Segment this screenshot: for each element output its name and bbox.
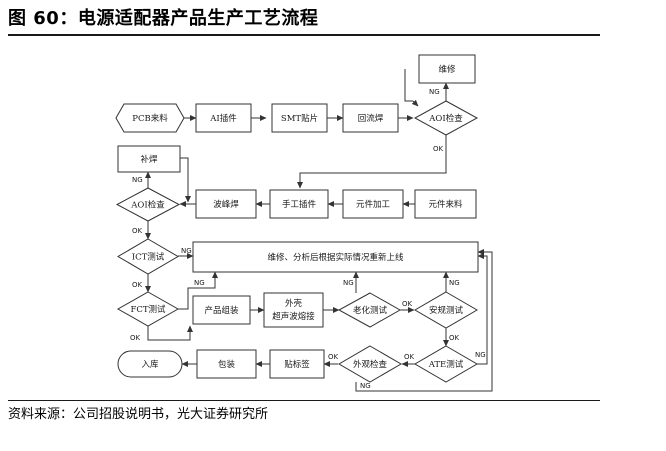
node-visual-inspection: 外观检查 <box>338 345 402 383</box>
label-ok-aoi2: OK <box>132 227 143 235</box>
node-ict-label: ICT测试 <box>132 252 165 263</box>
edge-repair-arrow <box>411 99 419 107</box>
edge-repair-back <box>404 69 413 102</box>
label-ng-aoi1: NG <box>429 88 440 96</box>
label-ng-aoi2: NG <box>132 176 143 184</box>
edge-labels: NG OK NG OK NG OK NG OK NG OK NG OK NG O… <box>130 88 486 390</box>
node-ai-label: AI插件 <box>209 113 237 124</box>
label-ng-fct: NG <box>194 279 205 287</box>
node-smt-label: SMT贴片 <box>281 113 318 124</box>
node-ate-test: ATE测试 <box>414 345 478 383</box>
source-rule <box>8 400 600 401</box>
node-labeling: 贴标签 <box>269 349 325 379</box>
node-assembly-label: 产品组装 <box>204 305 239 316</box>
node-aoi-check-2: AOI检查 <box>115 187 181 222</box>
label-ok-inspect: OK <box>328 353 339 361</box>
label-ng-aging: NG <box>343 279 354 287</box>
node-aoi-check-1: AOI检查 <box>413 100 479 136</box>
node-ict-test: ICT测试 <box>117 238 179 275</box>
label-ok-fct: OK <box>130 334 141 342</box>
node-ai-insertion: AI插件 <box>195 103 252 133</box>
node-ate-label: ATE测试 <box>428 359 464 370</box>
node-packaging-label: 包装 <box>218 359 236 370</box>
node-aoi1-label: AOI检查 <box>428 113 463 124</box>
edge-fct-assembly <box>147 325 193 341</box>
node-fct-label: FCT测试 <box>130 304 166 315</box>
figure-source: 资料来源：公司招股说明书，光大证券研究所 <box>8 407 269 422</box>
node-smt: SMT贴片 <box>271 103 328 133</box>
node-repair-top-label: 维修 <box>438 64 456 75</box>
edge-patch-back <box>180 157 191 203</box>
label-ok-aging: OK <box>402 300 413 308</box>
label-ok-ate: OK <box>404 353 415 361</box>
label-ok-aoi1: OK <box>433 145 444 153</box>
node-reflow-label: 回流焊 <box>358 113 384 124</box>
node-repair-main-label: 维修、分析后根据实际情况重新上线 <box>267 252 404 263</box>
node-labeling-label: 贴标签 <box>284 359 310 370</box>
node-packaging: 包装 <box>196 349 257 379</box>
node-aging-label: 老化测试 <box>353 305 388 316</box>
node-component-proc-label: 元件加工 <box>356 199 391 210</box>
edge-fct-repair <box>178 271 218 310</box>
label-ng-ict: NG <box>181 247 192 255</box>
node-safety-test: 安规测试 <box>414 291 478 329</box>
node-product-assembly: 产品组装 <box>192 295 251 325</box>
node-repair-relaunch: 维修、分析后根据实际情况重新上线 <box>192 241 479 273</box>
node-component-processing: 元件加工 <box>342 189 404 219</box>
node-shell-welding: 外壳 超声波熔接 <box>263 292 324 328</box>
label-ng-inspect: NG <box>360 382 371 390</box>
node-fct-test: FCT测试 <box>116 291 180 327</box>
edge-inspect-repair <box>355 249 493 392</box>
label-ng-safety: NG <box>449 279 460 287</box>
node-wave-soldering: 波峰焊 <box>195 189 257 219</box>
node-safety-label: 安规测试 <box>429 305 464 316</box>
node-shell-label-2: 超声波熔接 <box>272 311 315 322</box>
flow-connectors <box>145 69 493 392</box>
node-pcb-incoming: PCB来料 <box>115 103 185 133</box>
title-rule <box>8 34 600 36</box>
node-aging-test: 老化测试 <box>337 292 402 328</box>
node-patch-label: 补焊 <box>140 154 158 165</box>
node-patch-soldering: 补焊 <box>117 145 181 173</box>
node-wave-label: 波峰焊 <box>213 199 239 210</box>
node-warehousing: 入库 <box>117 350 183 378</box>
node-pcb-label: PCB来料 <box>132 113 168 124</box>
node-warehousing-label: 入库 <box>141 359 159 370</box>
edge-ate-repair <box>477 253 488 365</box>
label-ok-safety: OK <box>449 334 460 342</box>
node-aoi2-label: AOI检查 <box>130 200 165 211</box>
edge-aoi1-manual <box>297 135 447 189</box>
node-manual-insertion: 手工插件 <box>269 189 329 219</box>
node-component-incoming: 元件来料 <box>414 189 477 219</box>
figure-title: 图 60：电源适配器产品生产工艺流程 <box>8 8 319 29</box>
node-shell-label-1: 外壳 <box>285 298 303 309</box>
node-inspect-label: 外观检查 <box>353 359 388 370</box>
label-ng-ate: NG <box>475 351 486 359</box>
node-reflow: 回流焊 <box>342 103 399 133</box>
label-ok-ict: OK <box>132 281 143 289</box>
node-component-in-label: 元件来料 <box>428 199 463 210</box>
node-repair-top: 维修 <box>418 54 476 84</box>
node-manual-label: 手工插件 <box>282 199 317 210</box>
